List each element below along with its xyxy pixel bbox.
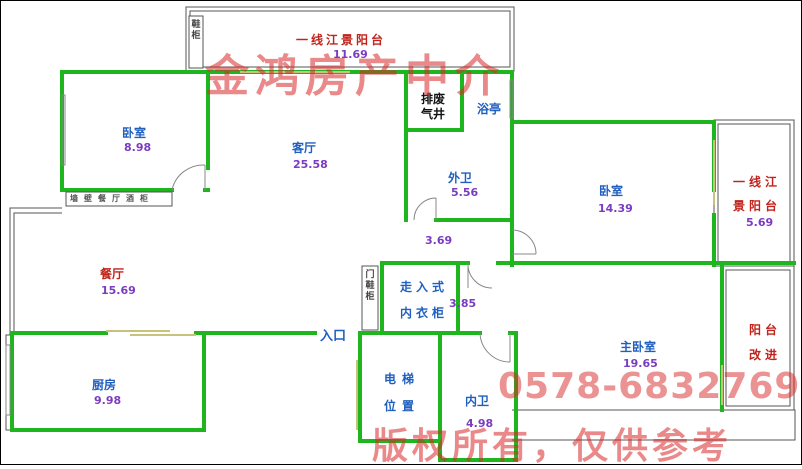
windows [106, 71, 723, 430]
balcony-mod-line1: 阳台 [749, 323, 782, 337]
doors [171, 164, 537, 363]
balcony-top-name: 一线江景阳台 [296, 33, 387, 47]
phone-watermark: 0578-6832769 [498, 366, 801, 407]
door-cabinet-box [361, 265, 379, 331]
copyright-watermark: 版权所有，仅供参考 [372, 425, 733, 467]
walk-in-area: 3.85 [449, 297, 477, 310]
dining-name: 餐厅 [100, 267, 125, 281]
inner-bath-area: 4.98 [466, 417, 494, 430]
dining-area: 15.69 [101, 284, 136, 297]
balcony-mod-line2: 改进 [749, 348, 782, 362]
wine-cabinet-box [65, 191, 173, 207]
walk-in-line2: 内衣柜 [400, 306, 449, 320]
bedroom-left-area: 8.98 [124, 141, 152, 154]
exhaust-shaft-line1: 排废 [421, 92, 446, 106]
shoe-cabinet-label: 鞋柜 [191, 20, 201, 41]
entrance-label: 入口 [320, 329, 347, 344]
kitchen-area: 9.98 [94, 394, 122, 407]
bedroom-mid-area: 14.39 [598, 202, 633, 215]
shoe-cabinet-box [188, 15, 204, 69]
corridor-area: 3.69 [425, 234, 453, 247]
exhaust-shaft-line2: 气井 [421, 107, 446, 121]
balcony-right-line2: 景阳台 [733, 199, 782, 213]
living-name: 客厅 [292, 141, 317, 155]
master-name: 主卧室 [620, 340, 657, 354]
kitchen-name: 厨房 [92, 378, 117, 392]
bath-pavilion-name: 浴亭 [477, 102, 502, 116]
walk-in-line1: 走入式 [400, 280, 449, 294]
bedroom-mid-name: 卧室 [599, 184, 624, 198]
elevator-line1: 电梯 [384, 372, 421, 386]
master-area: 19.65 [623, 357, 658, 370]
outer-bath-area: 5.56 [451, 186, 479, 199]
living-area: 25.58 [293, 158, 328, 171]
door-cabinet-label: 门鞋柜 [365, 270, 375, 302]
inner-bath-name: 内卫 [465, 394, 490, 408]
agency-watermark: 金鸿房产中介 [205, 51, 505, 102]
balcony-top-area: 11.69 [333, 48, 368, 61]
balcony-right-line1: 一线江 [733, 175, 782, 189]
wine-cabinet-label: 墙壁餐厅酒柜 [70, 194, 154, 203]
balcony-right-area: 5.69 [746, 216, 774, 229]
elevator-line2: 位置 [384, 399, 421, 413]
window-frames [5, 79, 514, 416]
outer-bath-name: 外卫 [448, 171, 473, 185]
bedroom-left-name: 卧室 [122, 126, 147, 140]
